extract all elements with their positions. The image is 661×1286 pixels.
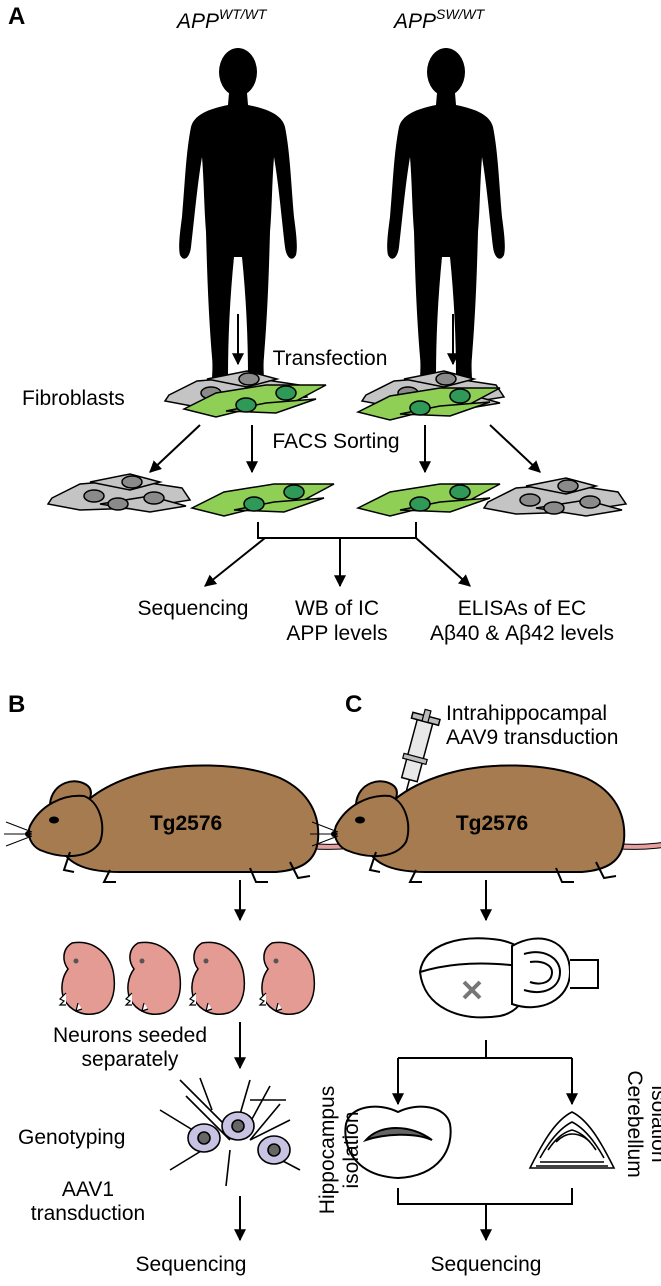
- syringe-icon: [400, 708, 441, 800]
- wb-label-line2: APP levels: [286, 622, 387, 645]
- neurons-seeded-line1: Neurons seeded: [53, 1024, 207, 1047]
- sequencing-c-label: Sequencing: [431, 1253, 542, 1276]
- wb-label-line1: WB of IC: [295, 597, 379, 620]
- intrahippocampal-line2: AAV9 transduction: [446, 726, 618, 749]
- neuron-culture: [159, 1077, 301, 1187]
- arrow-to-elisa: [415, 537, 471, 587]
- green-merge-bracket: [257, 522, 417, 539]
- genotyping-label: Genotyping: [18, 1126, 125, 1149]
- embryo-2: [125, 941, 182, 1015]
- genotype-sw-label: APPSW/WT: [392, 6, 486, 33]
- elisa-label-line1: ELISAs of EC: [458, 597, 586, 620]
- fibroblasts-label: Fibroblasts: [22, 387, 125, 410]
- brain-split-bracket: [398, 1040, 572, 1059]
- aav1-line1: AAV1: [62, 1178, 114, 1201]
- hippocampus-line1: Hippocampus: [316, 1086, 339, 1214]
- arrow-facs-gray-left: [149, 424, 201, 473]
- arrow-facs-gray-right: [489, 424, 541, 473]
- sorted-green-sw: [357, 483, 501, 517]
- aav1-line2: transduction: [31, 1202, 145, 1225]
- mouse-label-c: Tg2576: [456, 812, 528, 835]
- neurons-seeded-line2: separately: [82, 1048, 179, 1071]
- embryo-3: [189, 941, 246, 1015]
- arrow-to-sequencing-a: [204, 537, 266, 587]
- panel-b-label: B: [8, 691, 25, 718]
- slices-merge-bracket: [397, 1188, 573, 1205]
- mouse-brain-diagram: [418, 937, 599, 1019]
- cerebellum-line2: isolation: [647, 1085, 661, 1162]
- elisa-label-line2: Aβ40 & Aβ42 levels: [430, 622, 614, 645]
- mouse-label-b: Tg2576: [150, 812, 222, 835]
- embryo-4: [259, 941, 316, 1015]
- hippocampus-slice: [344, 1105, 452, 1180]
- sequencing-b-label: Sequencing: [136, 1253, 247, 1276]
- intrahippocampal-line1: Intrahippocampal: [446, 702, 607, 725]
- panel-c-label: C: [345, 691, 362, 718]
- cerebellum-slice: [528, 1111, 616, 1169]
- genotype-wt-label: APPWT/WT: [175, 6, 268, 33]
- sorted-gray-wt: [47, 473, 191, 513]
- cerebellum-line1: Cerebellum: [623, 1070, 646, 1177]
- embryo-1: [59, 941, 116, 1015]
- sorted-gray-sw: [483, 477, 627, 517]
- sequencing-a-label: Sequencing: [138, 597, 249, 620]
- panel-a-label: A: [8, 3, 25, 30]
- facs-sorting-label: FACS Sorting: [272, 430, 399, 453]
- human-silhouette-sw: [387, 48, 505, 395]
- hippocampus-line2: isolation: [340, 1111, 363, 1188]
- transfection-label: Transfection: [273, 347, 388, 370]
- sorted-green-wt: [191, 483, 335, 517]
